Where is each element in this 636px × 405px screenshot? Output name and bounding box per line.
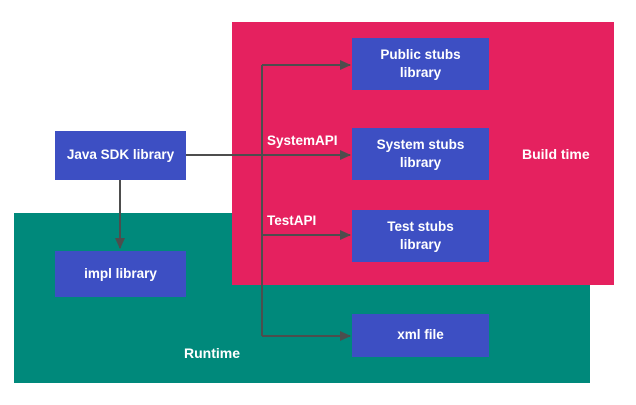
build-time-label: Build time (522, 146, 590, 162)
node-system-stubs-library: System stubs library (352, 128, 489, 180)
node-impl-library: impl library (55, 251, 186, 297)
node-xml-file: xml file (352, 314, 489, 357)
edge-label-test-api: TestAPI (267, 213, 317, 228)
edge-label-system-api: SystemAPI (267, 133, 338, 148)
node-test-stubs-library: Test stubs library (352, 210, 489, 262)
node-java-sdk-library: Java SDK library (55, 131, 186, 180)
node-public-stubs-library: Public stubs library (352, 38, 489, 90)
runtime-label: Runtime (184, 345, 240, 361)
